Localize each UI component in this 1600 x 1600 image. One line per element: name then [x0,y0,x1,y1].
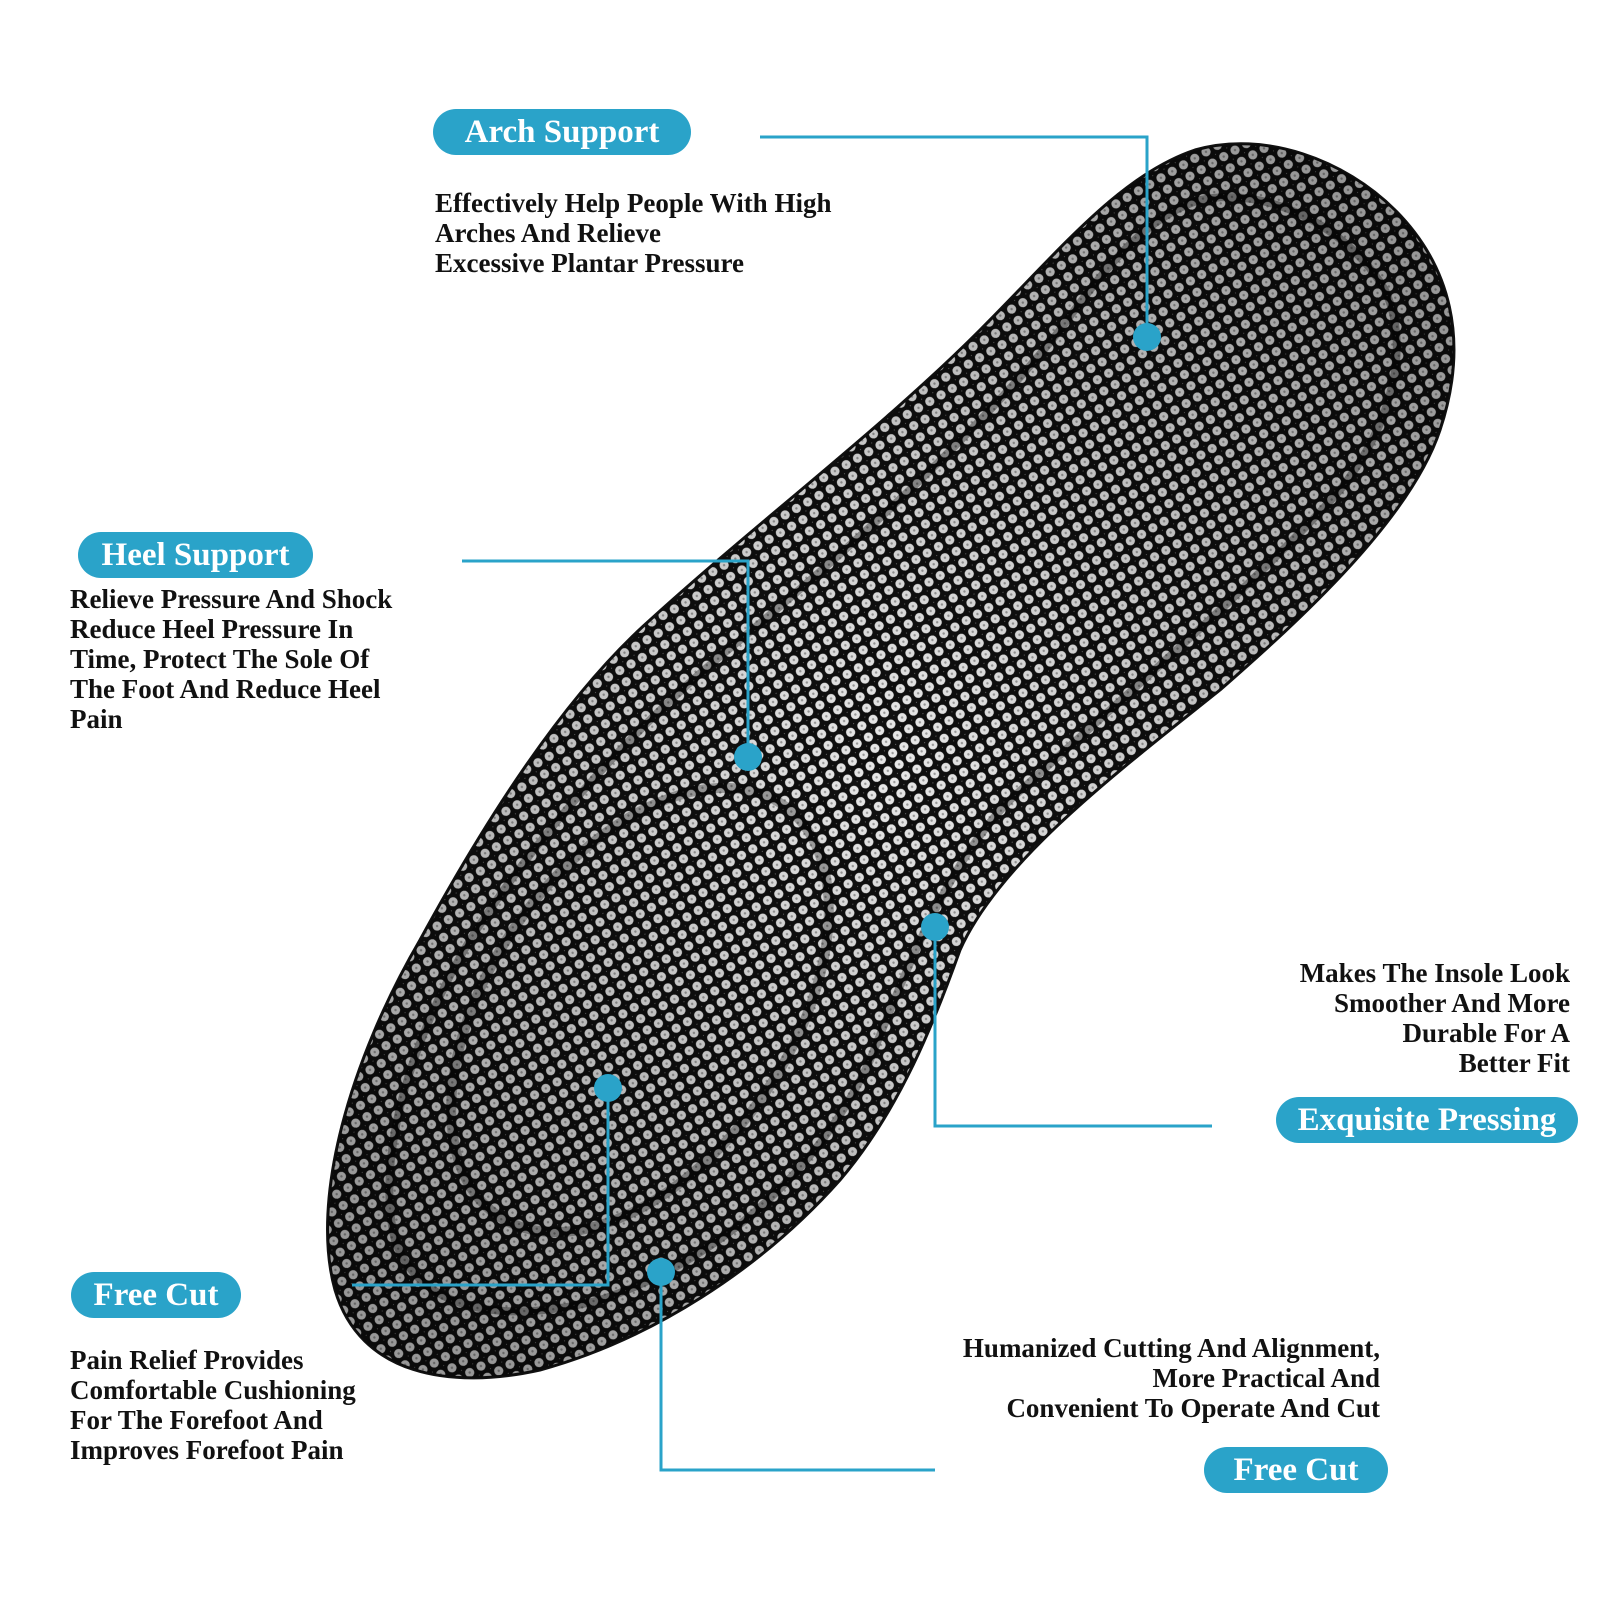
free-cut-right-line: Humanized Cutting And Alignment, [962,1333,1380,1363]
heel-support-line: Reduce Heel Pressure In [70,614,354,644]
arch-support-line: Arches And Relieve [435,218,661,248]
heel-support-badge: Heel Support [78,532,313,578]
arch-support-leader [760,135,1149,337]
heel-support-line: The Foot And Reduce Heel [70,674,381,704]
heel-support-leader [462,559,750,757]
heel-support-description: Relieve Pressure And Shock Reduce Heel P… [70,584,392,734]
arch-support-line: Excessive Plantar Pressure [435,248,744,278]
arch-support-line: Effectively Help People With High [435,188,832,218]
exquisite-pressing-line: Better Fit [1458,1048,1570,1078]
free-cut-right-line: Convenient To Operate And Cut [1006,1393,1380,1423]
exquisite-pressing-leader [933,927,1212,1128]
free-cut-left-line: Pain Relief Provides [70,1345,304,1375]
free-cut-left-line: For The Forefoot And [70,1405,323,1435]
insole-shape [326,142,1456,1380]
heel-support-line: Relieve Pressure And Shock [70,584,393,614]
heel-support-line: Time, Protect The Sole Of [70,644,370,674]
free-cut-left-description: Pain Relief Provides Comfortable Cushion… [70,1345,356,1465]
exquisite-pressing-dot [921,913,949,941]
free-cut-left-badge: Free Cut [71,1272,241,1318]
exquisite-pressing-description: Makes The Insole Look Smoother And More … [1300,958,1570,1078]
leader-lines [352,135,1212,1472]
exquisite-pressing-line: Smoother And More [1334,988,1570,1018]
arch-support-description: Effectively Help People With High Arches… [435,188,831,278]
free-cut-left-line: Improves Forefoot Pain [70,1435,344,1465]
exquisite-pressing-badge: Exquisite Pressing [1276,1097,1578,1143]
arch-support-dot [1133,323,1161,351]
exquisite-pressing-line: Makes The Insole Look [1299,958,1570,988]
free-cut-right-badge: Free Cut [1204,1447,1388,1493]
arch-support-badge: Arch Support [433,109,691,155]
free-cut-right-dot [647,1258,675,1286]
free-cut-right-description: Humanized Cutting And Alignment, More Pr… [963,1333,1380,1423]
free-cut-left-dot [594,1074,622,1102]
heel-support-dot [734,743,762,771]
exquisite-pressing-line: Durable For A [1402,1018,1571,1048]
leader-dots [594,323,1161,1286]
heel-support-line: Pain [70,704,123,734]
free-cut-right-leader [659,1272,935,1472]
free-cut-left-line: Comfortable Cushioning [70,1375,356,1405]
free-cut-left-leader [352,1088,610,1287]
free-cut-right-line: More Practical And [1152,1363,1380,1393]
